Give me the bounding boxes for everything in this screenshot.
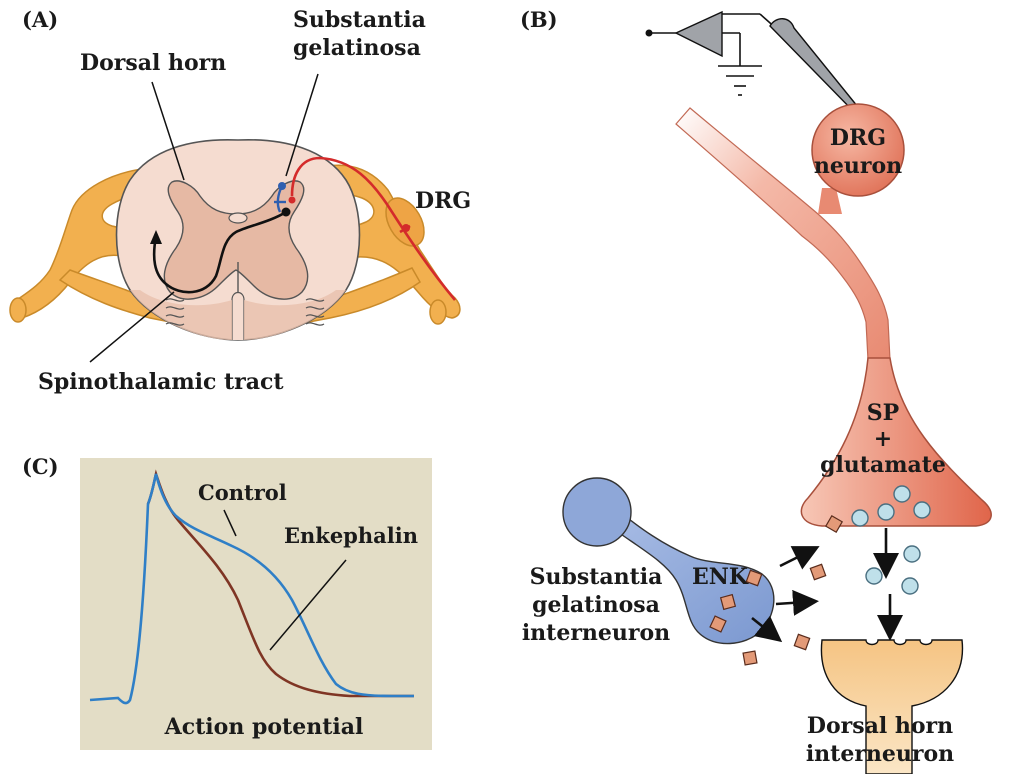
- sg-interneuron-soma: [278, 182, 286, 190]
- label-dh-2: interneuron: [806, 741, 954, 767]
- label-dh-1: Dorsal horn: [807, 713, 953, 739]
- label-drg: DRG: [415, 188, 471, 214]
- panel-b: (B) DRG neuron SP + glutamate: [520, 7, 992, 774]
- leader-spinothalamic: [89, 291, 175, 363]
- label-enkephalin: Enkephalin: [284, 523, 418, 548]
- drg-cell-body: [402, 224, 410, 232]
- drg-axon: [675, 107, 891, 361]
- label-substantia-2: gelatinosa: [293, 35, 421, 61]
- label-drg-neuron-1: DRG: [830, 125, 886, 151]
- panel-a-label: (A): [22, 7, 58, 32]
- leader-dorsal-horn: [151, 81, 185, 181]
- dorsal-horn-interneuron: [820, 639, 964, 774]
- pain-terminal: [288, 196, 296, 204]
- label-drg-neuron-2: neuron: [814, 153, 902, 179]
- ventral-rootlets-right: [305, 298, 325, 326]
- enk-arrow-3: [751, 615, 783, 643]
- label-sp: SP: [867, 400, 899, 426]
- drg-ganglion: [385, 197, 425, 247]
- label-sg-2: gelatinosa: [532, 592, 660, 618]
- label-enk: ENK: [692, 564, 749, 590]
- leader-control: [223, 509, 237, 537]
- spinothalamic-arrowhead: [150, 230, 162, 244]
- central-canal: [228, 212, 248, 224]
- label-plus: +: [874, 426, 892, 452]
- label-substantia-1: Substantia: [293, 7, 426, 33]
- label-sg-1: Substantia: [530, 564, 663, 590]
- recording-electrode: [769, 18, 863, 117]
- ventral-white-right: [244, 290, 346, 340]
- label-control: Control: [198, 480, 287, 505]
- label-glutamate: glutamate: [820, 452, 946, 478]
- vesicles-in-terminal: [851, 485, 931, 527]
- enk-interneuron-soma: [562, 477, 632, 547]
- control-trace: [89, 473, 414, 705]
- vesicles-released: [865, 545, 921, 595]
- label-sg-3: interneuron: [522, 620, 670, 646]
- leader-substantia: [285, 73, 319, 177]
- drg-neuron-soma: [811, 103, 905, 197]
- panel-a: (A): [9, 7, 471, 395]
- ventral-rootlets-left: [165, 298, 185, 326]
- enk-arrow-1: [779, 546, 820, 570]
- drg-stalk: [818, 188, 842, 214]
- label-action-potential: Action potential: [164, 714, 364, 740]
- enk-molecules: [709, 514, 844, 666]
- spinothalamic-path: [152, 210, 287, 294]
- panel-b-label: (B): [520, 7, 558, 32]
- enk-arrow-2: [775, 589, 819, 616]
- plot-background: [80, 458, 432, 750]
- ventral-white-left: [130, 290, 232, 340]
- label-dorsal-horn: Dorsal horn: [80, 50, 226, 76]
- ventral-fissure-gap: [231, 291, 245, 340]
- presynaptic-terminal: [800, 357, 992, 527]
- label-spinothalamic: Spinothalamic tract: [38, 369, 284, 395]
- panel-c: (C) Control Enkephalin Action potential: [22, 454, 432, 750]
- amplifier: [645, 10, 779, 96]
- pain-fiber: [290, 156, 456, 301]
- panel-c-label: (C): [22, 454, 59, 479]
- leader-enkephalin: [269, 559, 347, 651]
- grey-matter: [163, 180, 309, 300]
- left-root-end: [9, 297, 27, 323]
- right-root-end: [429, 299, 447, 325]
